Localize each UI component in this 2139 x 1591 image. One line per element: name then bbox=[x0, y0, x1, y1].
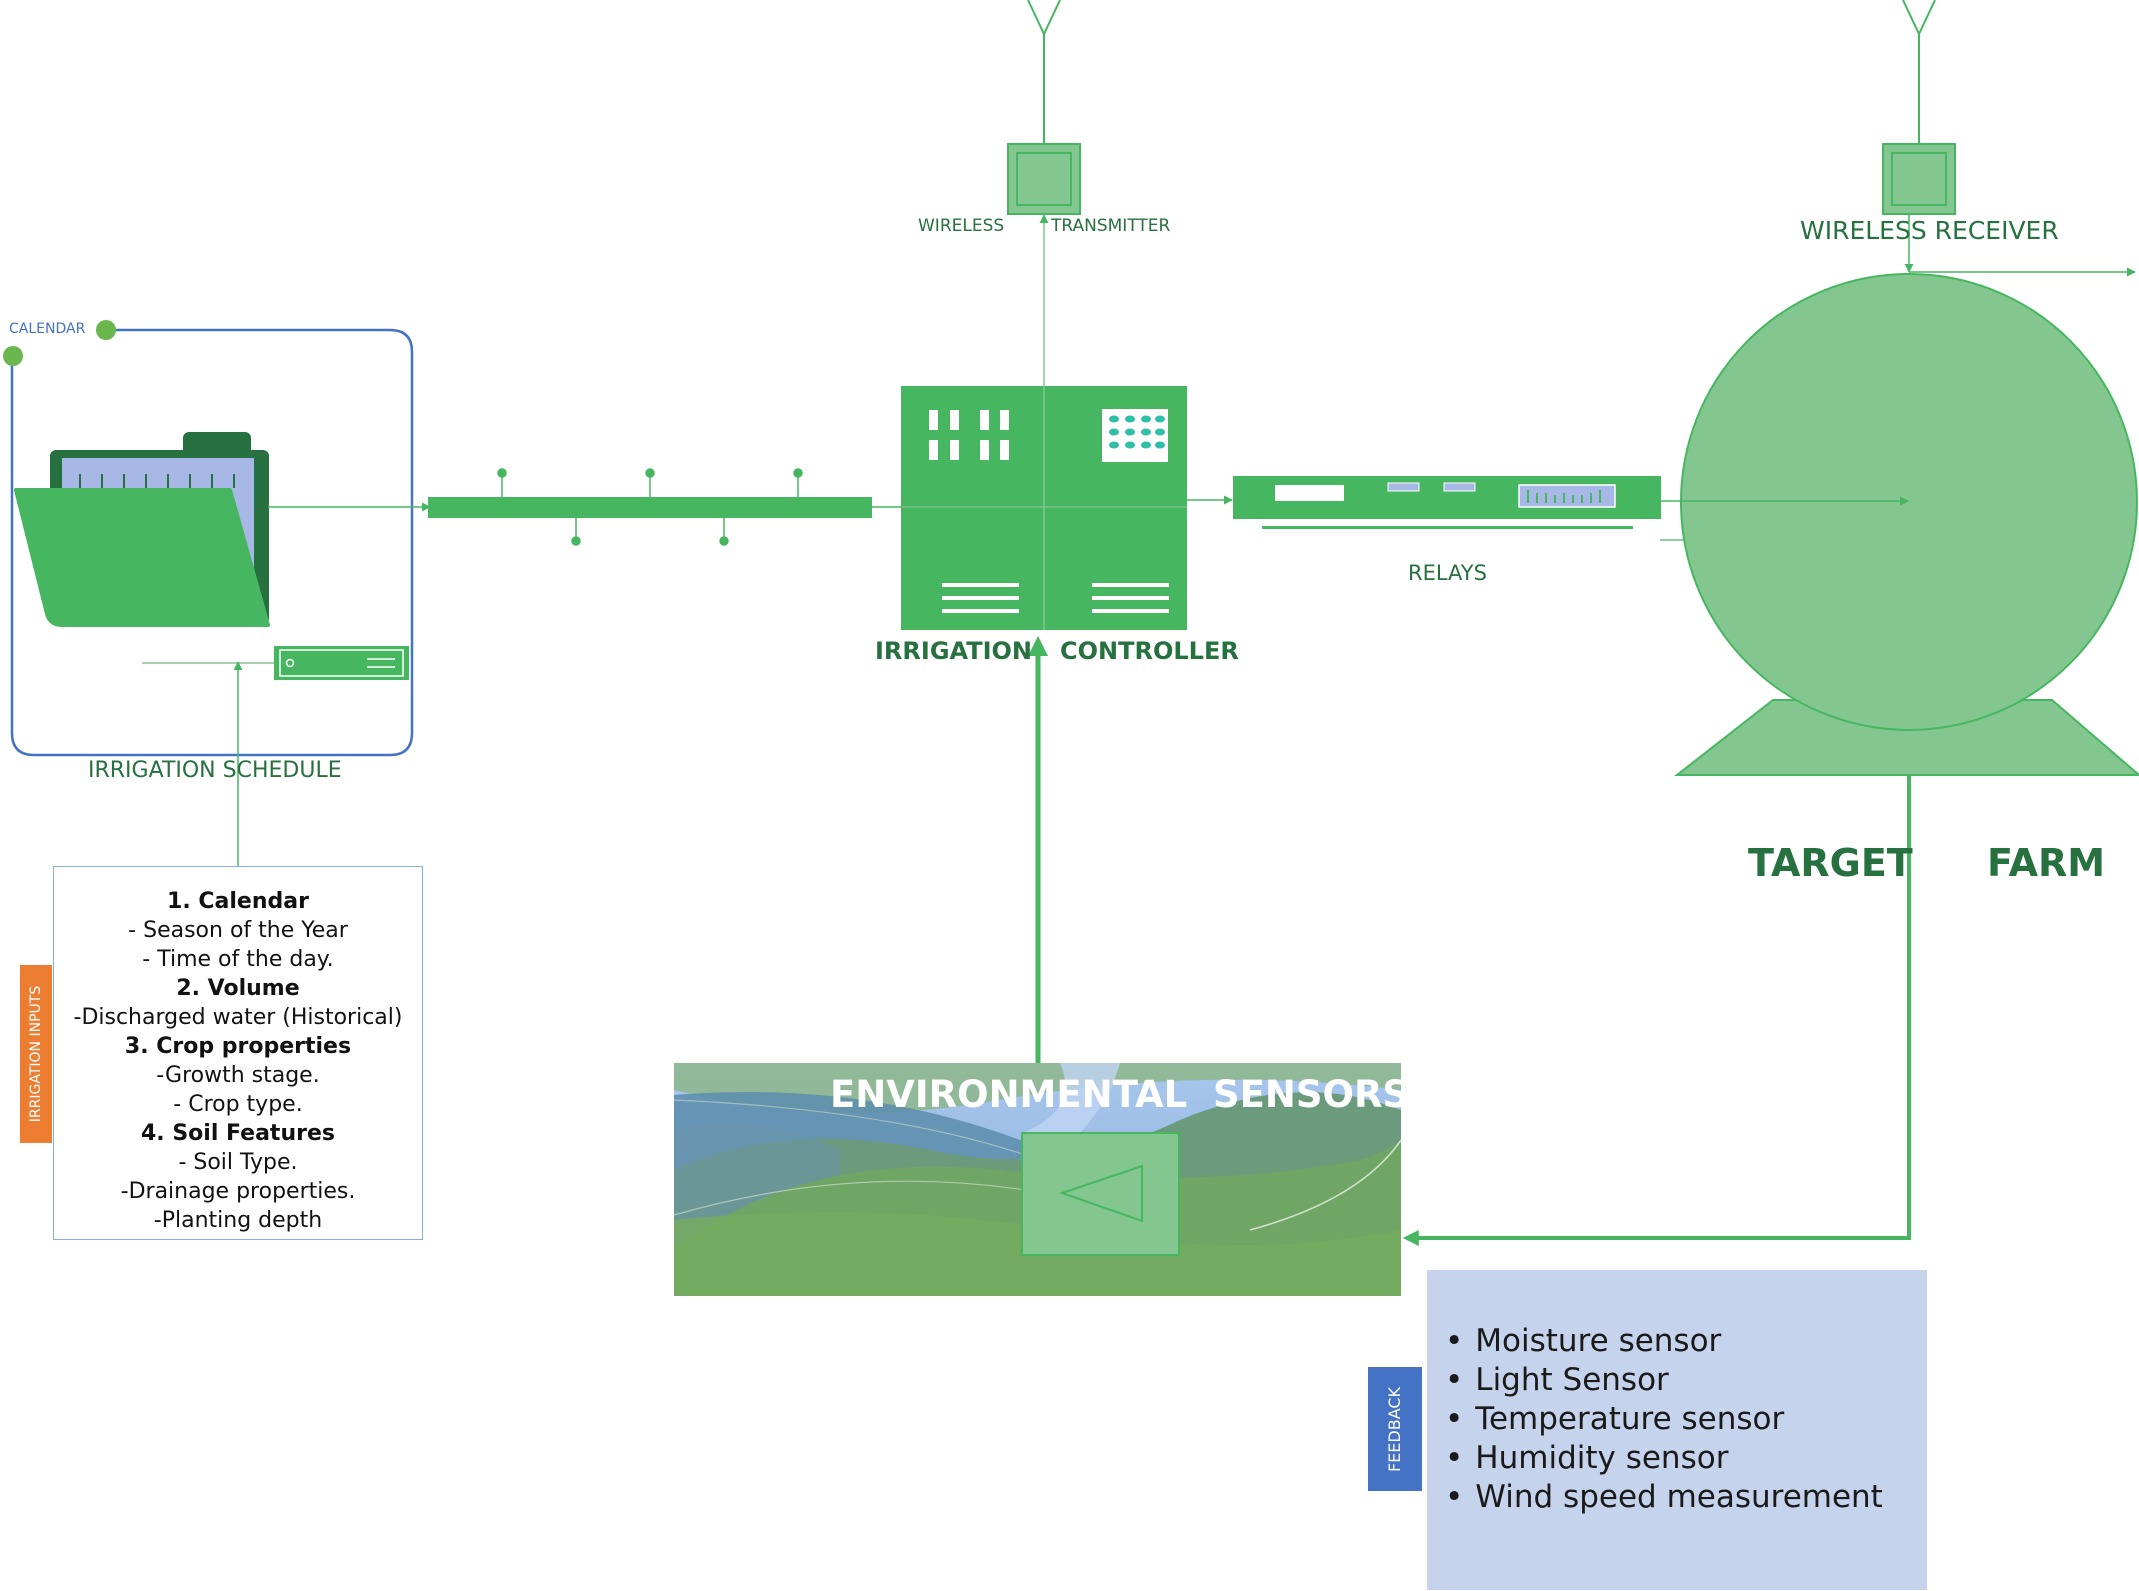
bullet-icon: • bbox=[1445, 1362, 1464, 1398]
irrigation-controller-cabinet bbox=[901, 386, 1187, 630]
sensor-list-box: • Moisture sensor • Light Sensor • Temperatur… bbox=[1427, 1270, 1927, 1590]
sensor-list-item: • Moisture sensor bbox=[1445, 1322, 1927, 1361]
relays-label: RELAYS bbox=[1408, 561, 1487, 585]
feedback-tab: FEEDBACK bbox=[1368, 1367, 1422, 1491]
network-bus bbox=[428, 468, 872, 546]
input-detail-line: - Crop type. bbox=[173, 1092, 303, 1117]
input-detail-line: - Season of the Year bbox=[128, 918, 348, 943]
sensor-device-icon bbox=[1021, 1132, 1180, 1256]
wireless-transmitter bbox=[1007, 0, 1081, 215]
sensor-list-item: • Humidity sensor bbox=[1445, 1439, 1927, 1478]
input-category-heading: 4. Soil Features bbox=[141, 1121, 335, 1146]
bullet-icon: • bbox=[1445, 1401, 1464, 1437]
input-detail-line: - Soil Type. bbox=[178, 1150, 298, 1175]
play-reverse-icon bbox=[1058, 1164, 1143, 1223]
bullet-icon: • bbox=[1445, 1440, 1464, 1476]
wireless-receiver-label: WIRELESS RECEIVER bbox=[1800, 216, 2059, 245]
sensor-list-item: • Wind speed measurement bbox=[1445, 1478, 1927, 1517]
bullet-icon: • bbox=[1445, 1479, 1464, 1515]
irrigation-schedule-label: IRRIGATION SCHEDULE bbox=[88, 758, 342, 783]
folder-icon bbox=[14, 432, 270, 627]
sensor-list-item: • Temperature sensor bbox=[1445, 1400, 1927, 1439]
controller-label: CONTROLLER bbox=[1060, 637, 1239, 665]
calendar-connector-dot bbox=[96, 320, 116, 340]
irrigation-schedule-frame bbox=[3, 320, 414, 757]
irrigation-inputs-box: 1. Calendar - Season of the Year - Time of… bbox=[53, 866, 423, 1240]
wireless-label: WIRELESS bbox=[918, 216, 1005, 236]
input-category-heading: 2. Volume bbox=[176, 976, 300, 1001]
irrigation-label: IRRIGATION bbox=[875, 637, 1033, 665]
feedback-tab-label: FEEDBACK bbox=[1385, 1386, 1405, 1472]
sensor-list-item: • Light Sensor bbox=[1445, 1361, 1927, 1400]
irrigation-inputs-tab: IRRIGATION INPUTS bbox=[20, 965, 52, 1143]
input-detail-line: -Discharged water (Historical) bbox=[73, 1005, 403, 1030]
environmental-sensors-title: ENVIRONMENTAL SENSORS bbox=[830, 1073, 1410, 1116]
sensor-name: Light Sensor bbox=[1475, 1362, 1669, 1398]
sensor-name: Temperature sensor bbox=[1475, 1401, 1785, 1437]
input-detail-line: -Planting depth bbox=[153, 1208, 323, 1233]
environmental-sensors-panel bbox=[673, 1063, 1402, 1296]
sensor-name: Humidity sensor bbox=[1475, 1440, 1729, 1476]
relays-unit bbox=[1233, 476, 1661, 529]
sensor-name: Wind speed measurement bbox=[1475, 1479, 1883, 1515]
wireless-receiver bbox=[1882, 0, 1956, 273]
target-label: TARGET bbox=[1748, 841, 1913, 885]
input-detail-line: -Growth stage. bbox=[156, 1063, 320, 1088]
input-category-heading: 1. Calendar bbox=[167, 889, 309, 914]
input-category-heading: 3. Crop properties bbox=[124, 1034, 352, 1059]
bullet-icon: • bbox=[1445, 1323, 1464, 1359]
farm-label: FARM bbox=[1987, 841, 2106, 885]
irrigation-inputs-tab-label: IRRIGATION INPUTS bbox=[28, 985, 44, 1123]
calendar-connector-dot bbox=[3, 346, 23, 366]
target-farm-tank bbox=[1674, 273, 2139, 776]
calendar-label: CALENDAR bbox=[9, 321, 86, 337]
transmitter-label: TRANSMITTER bbox=[1051, 216, 1171, 236]
input-detail-line: - Time of the day. bbox=[142, 947, 334, 972]
sensor-name: Moisture sensor bbox=[1475, 1323, 1722, 1359]
input-detail-line: -Drainage properties. bbox=[120, 1179, 356, 1204]
schedule-timer-device bbox=[274, 646, 409, 680]
